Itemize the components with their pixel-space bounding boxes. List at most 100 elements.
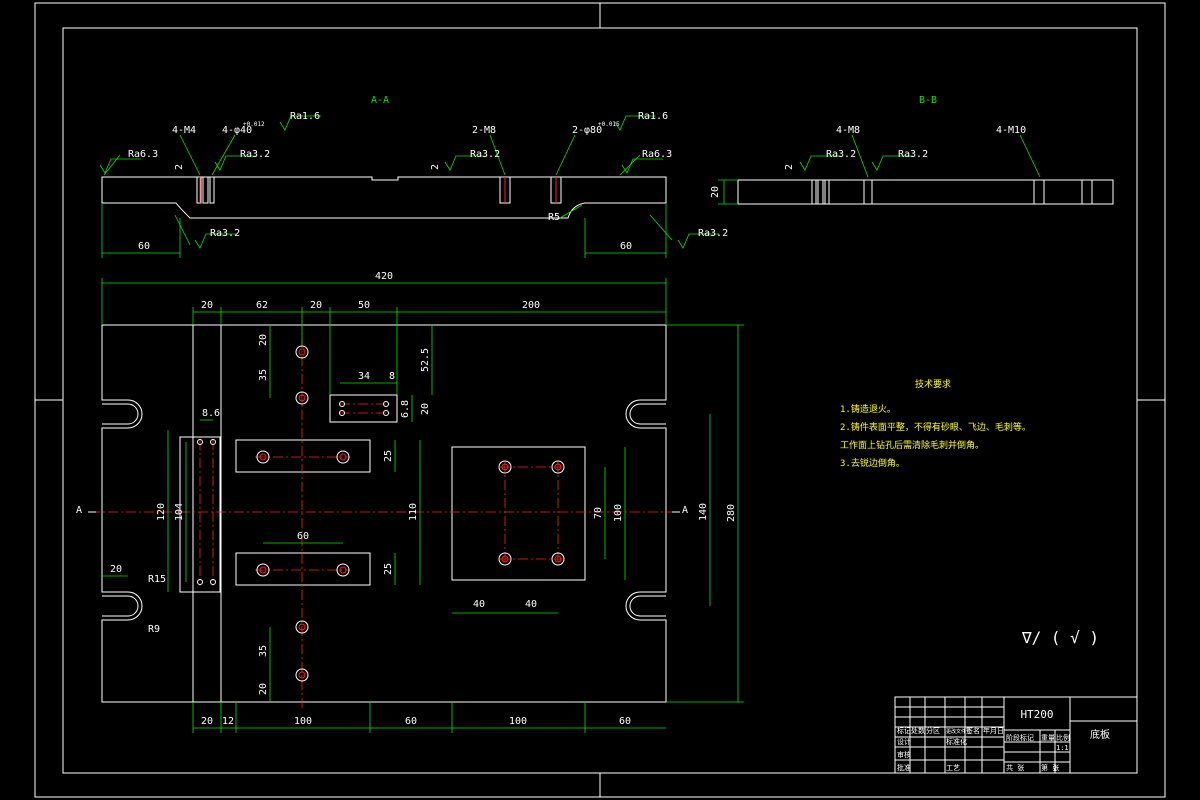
tb-cell-5: 年月日 [983, 726, 1004, 735]
hole-top-b-thread [298, 394, 306, 402]
dim-slot-6-8: 6.8 [400, 400, 411, 418]
dim-110: 110 [408, 503, 419, 521]
leader-r5 [559, 204, 583, 219]
notes-item-2b: 工作面上钻孔后需清除毛刺并倒角。 [840, 439, 984, 451]
tb-cell-4: 签名 [966, 726, 980, 735]
section-hole-m4-a [196, 176, 202, 204]
label-bb-ra32-b: Ra3.2 [898, 149, 928, 160]
sheet-frame [34, 2, 1166, 798]
hole-bottom-b-thread [298, 671, 306, 679]
label-bb-4-m10: 4-M10 [996, 125, 1026, 136]
dim-left-20a: 20 [258, 334, 269, 346]
dim-notch-20: 20 [110, 564, 122, 575]
title-block-frame [894, 696, 1138, 774]
label-bb-4-m8: 4-M8 [836, 125, 860, 136]
tb-cell-1: 处数 [911, 726, 925, 735]
leader-bb-m8 [851, 134, 869, 178]
label-ra32-b: Ra3.2 [470, 149, 500, 160]
section-mark-left: A [76, 505, 82, 516]
dim-top-20b: 20 [310, 300, 322, 311]
label-d80-tol: +0.015 [598, 121, 620, 128]
technical-notes: 技术要求 1.铸造退火。 2.铸件表面平整，不得有砂眼、飞边、毛刺等。 工作面上… [840, 378, 1031, 469]
tb-cell-10: 工艺 [946, 764, 960, 772]
dim-slot-34: 34 [358, 371, 370, 382]
ra32-symbol-c [194, 233, 236, 249]
hole-pad-a-thread [501, 463, 509, 471]
dim-40a: 40 [473, 599, 485, 610]
section-hole-d40-a [202, 176, 209, 204]
dim-25b: 25 [383, 563, 394, 575]
dim-slot-52-5: 52.5 [420, 348, 431, 372]
slot-inner-bottom-right [629, 595, 666, 617]
notes-heading: 技术要求 [915, 378, 951, 390]
label-dim-60-right: 60 [620, 241, 632, 252]
hole-slot-d [383, 410, 389, 416]
dim-104: 104 [174, 503, 185, 521]
notes-item-3: 3.去锐边倒角。 [840, 457, 905, 469]
radius-r15: R15 [148, 574, 166, 585]
plan-dimension-texts: 420 20 62 20 50 200 20 35 35 20 34 8 52.… [110, 271, 737, 727]
leader-ra32-d [649, 214, 673, 241]
dim-bot-60a: 60 [405, 716, 417, 727]
dim-top-200: 200 [522, 300, 540, 311]
ra32-symbol-d [677, 233, 719, 249]
leader-d40 [211, 134, 236, 176]
hole-strip-d [210, 579, 216, 585]
label-bb-ra32-a: Ra3.2 [826, 149, 856, 160]
ra32-symbol-bb-b [871, 155, 913, 171]
tb-cell-13: 比例 [1056, 733, 1070, 742]
plan-dimension-lines [101, 278, 744, 733]
dim-70: 70 [593, 507, 604, 519]
section-bb-hole-e [1033, 179, 1045, 205]
hole-bottom-a [295, 620, 309, 634]
section-aa-title: A-A [371, 95, 389, 106]
label-ra32-c: Ra3.2 [210, 228, 240, 239]
small-slot-block [329, 394, 398, 423]
label-4-m4: 4-M4 [172, 125, 196, 136]
label-ra63-b: Ra6.3 [642, 149, 672, 160]
hole-clamp-lower-a-thread [259, 566, 267, 574]
dim-left-35a: 35 [258, 369, 269, 381]
hole-clamp-upper-a [256, 450, 270, 464]
title-part-name: 底板 [1090, 728, 1110, 741]
hole-pad-d-thread [554, 555, 562, 563]
hole-pad-a [498, 460, 512, 474]
dim-140: 140 [698, 503, 709, 521]
title-material: HT200 [1020, 708, 1053, 721]
label-ra16-a: Ra1.6 [290, 111, 320, 122]
hole-clamp-upper-a-thread [259, 453, 267, 461]
notes-item-2: 2.铸件表面平整，不得有砂眼、飞边、毛刺等。 [840, 421, 1031, 433]
dim-left-35b: 35 [258, 645, 269, 657]
slot-inner-top-left [102, 403, 139, 425]
hole-pad-b [551, 460, 565, 474]
leader-bb-m10 [1019, 134, 1041, 178]
tb-cell-2: 分区 [926, 726, 940, 735]
tb-cell-3: 更改文件号 [946, 728, 971, 735]
ra63-symbol-b [621, 158, 663, 174]
ra32-symbol-b [444, 155, 486, 171]
dim-100-right: 100 [613, 504, 624, 522]
ra63-symbol-a [99, 158, 141, 174]
hole-clamp-lower-b-thread [339, 566, 347, 574]
plan-view: A A 420 20 62 20 50 200 20 35 35 20 34 8… [76, 271, 744, 733]
section-aa-view: A-A 4-M4 [99, 95, 728, 258]
hole-top-a-thread [298, 348, 306, 356]
hole-pad-d [551, 552, 565, 566]
hole-pad-b-thread [554, 463, 562, 471]
label-d40-tol: +0.012 [243, 121, 265, 128]
dim-bot-12: 12 [222, 716, 234, 727]
dim-top-50: 50 [358, 300, 370, 311]
dim-280: 280 [726, 504, 737, 522]
section-bb-hole-f [1081, 179, 1093, 205]
dim-40b: 40 [525, 599, 537, 610]
section-bb-title: B-B [919, 95, 937, 106]
dim-strip-8-6: 8.6 [202, 408, 220, 419]
label-depth-2-b: 2 [430, 164, 441, 170]
hole-slot-a [339, 401, 345, 407]
tb-cell-9: 批准 [897, 763, 911, 772]
tb-cell-14: 共 张 [1006, 763, 1024, 772]
hole-bottom-b [295, 668, 309, 682]
bolt-holes [197, 345, 565, 682]
hole-top-a [295, 345, 309, 359]
